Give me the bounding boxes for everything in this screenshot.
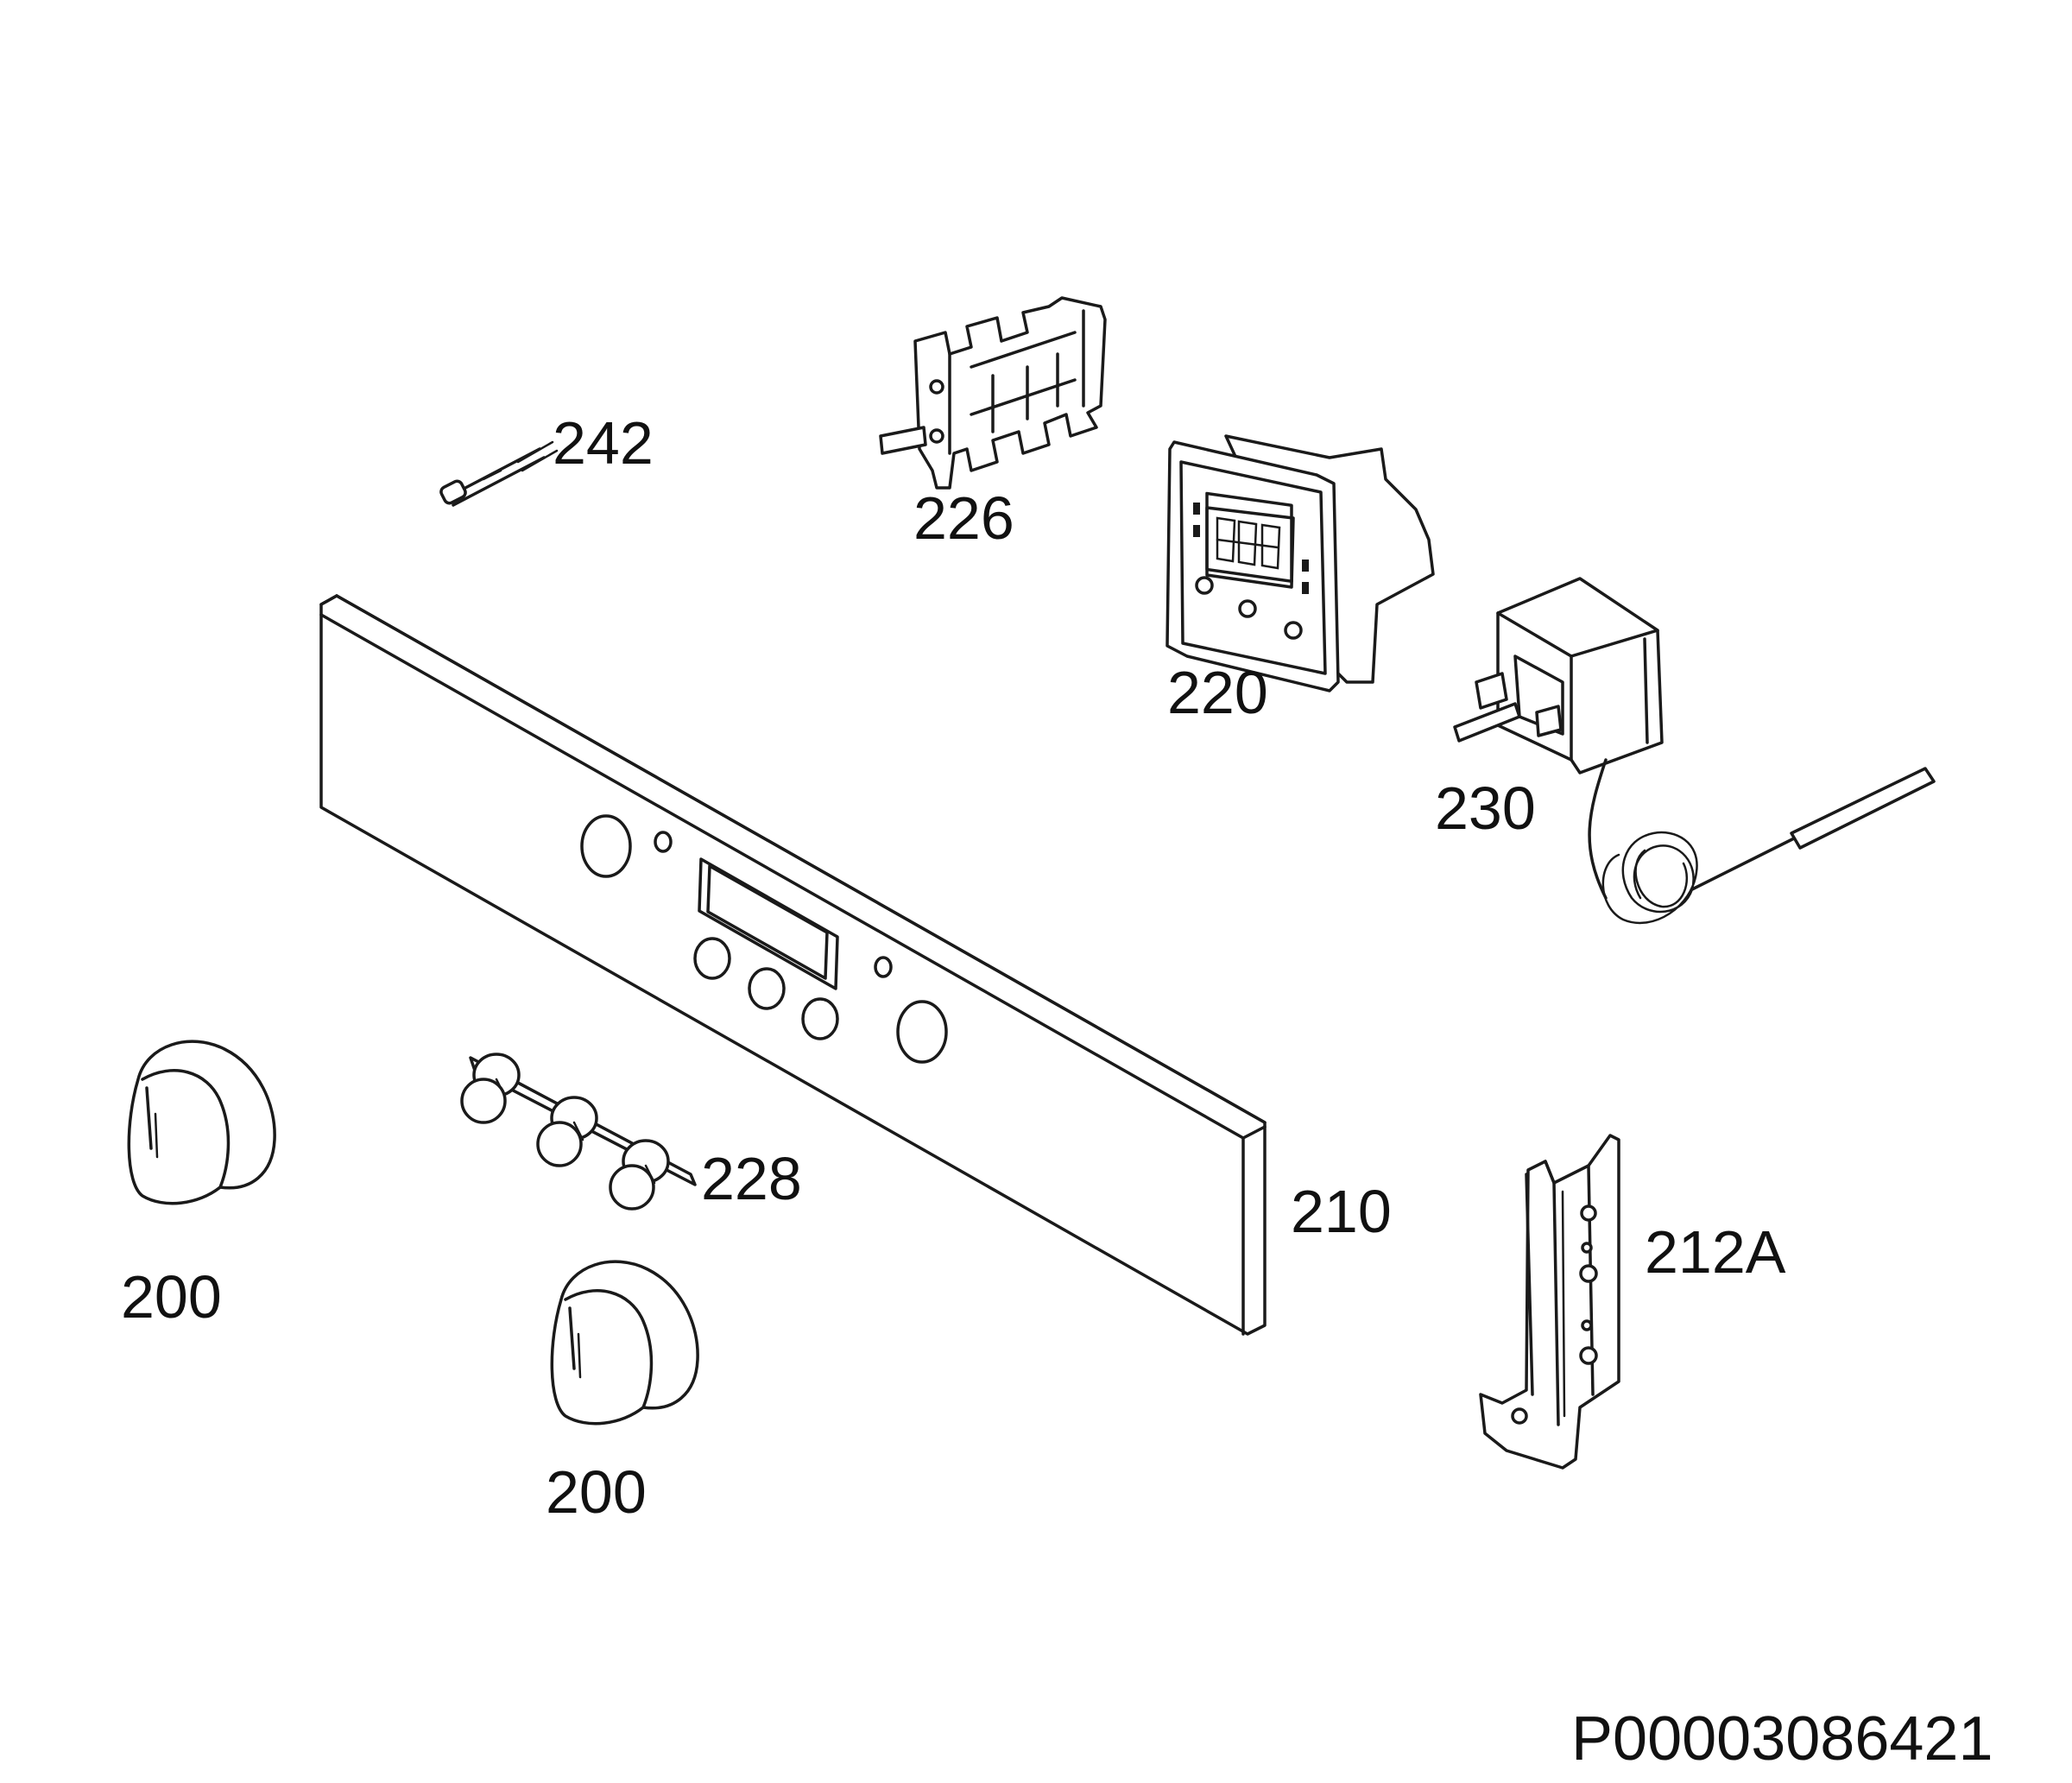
drawing-number: P00003086421: [1571, 1704, 1993, 1774]
part-212a-mounting-bracket: [1479, 1134, 1620, 1470]
callout-200-lower: 200: [546, 1458, 647, 1526]
callout-228: 228: [701, 1145, 802, 1212]
callout-242: 242: [553, 409, 654, 477]
part-242-indicator-lamp: [439, 440, 559, 507]
callout-230: 230: [1435, 775, 1536, 842]
callout-200-left: 200: [121, 1263, 222, 1331]
part-226-selector-switch: [879, 296, 1107, 490]
part-200-control-knob-lower: [550, 1260, 699, 1426]
part-200-control-knob-left: [127, 1040, 276, 1205]
part-210-control-panel: [319, 594, 1267, 1336]
part-220-timer-module: [1166, 434, 1435, 692]
callout-226: 226: [913, 484, 1014, 552]
part-230-thermostat: [1453, 577, 1936, 925]
callout-220: 220: [1167, 659, 1268, 726]
part-228-push-buttons: [460, 1053, 697, 1211]
callout-212a: 212A: [1645, 1218, 1786, 1286]
callout-210: 210: [1291, 1178, 1392, 1245]
